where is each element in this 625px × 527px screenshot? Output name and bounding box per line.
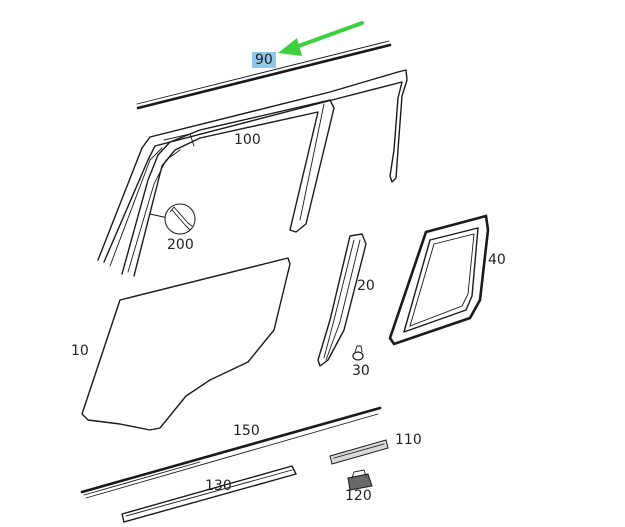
part-110-molding[interactable] xyxy=(329,439,389,465)
label-part-150[interactable]: 150 xyxy=(233,423,260,439)
label-part-20[interactable]: 20 xyxy=(357,278,375,294)
wrench-icon xyxy=(149,203,196,235)
part-20-pillar-trim[interactable] xyxy=(317,233,367,367)
label-part-100[interactable]: 100 xyxy=(234,132,261,148)
label-part-200[interactable]: 200 xyxy=(167,237,194,253)
label-part-110[interactable]: 110 xyxy=(395,432,422,448)
label-part-10[interactable]: 10 xyxy=(71,343,89,359)
label-part-30[interactable]: 30 xyxy=(352,363,370,379)
part-130-lower-rail[interactable] xyxy=(121,465,297,523)
part-100-window-frame[interactable] xyxy=(97,69,408,277)
part-90-seal-strip[interactable] xyxy=(136,40,392,110)
label-part-40[interactable]: 40 xyxy=(488,252,506,268)
part-40-quarter-glass[interactable] xyxy=(388,214,490,346)
part-120-bracket[interactable] xyxy=(347,469,373,491)
label-part-130[interactable]: 130 xyxy=(205,478,232,494)
label-part-90[interactable]: 90 xyxy=(252,52,276,68)
part-30-clip[interactable] xyxy=(352,345,364,361)
label-part-120[interactable]: 120 xyxy=(345,488,372,504)
part-10-door-glass[interactable] xyxy=(81,257,291,431)
green-arrow-icon xyxy=(278,21,364,56)
part-150-belt-strip[interactable] xyxy=(80,406,382,499)
